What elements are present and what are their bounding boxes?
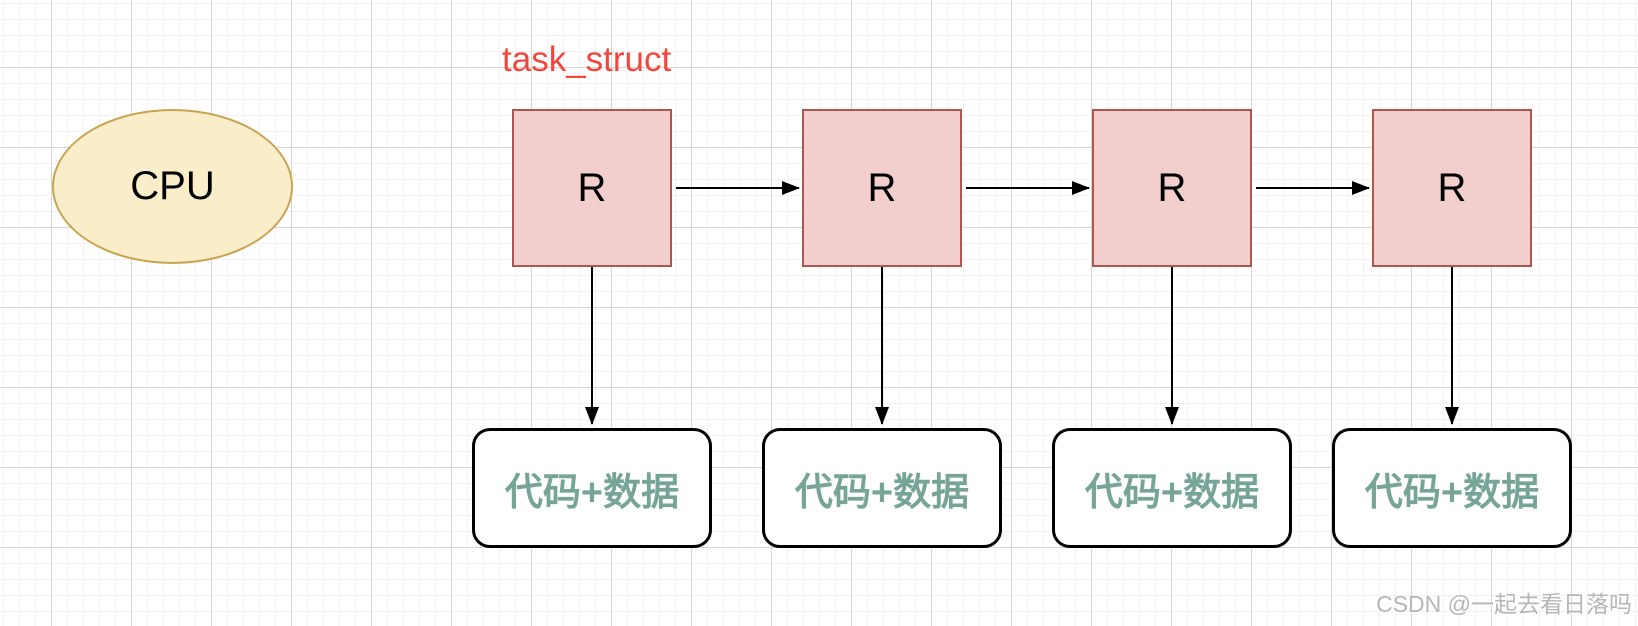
memory-node-4-label: 代码+数据 bbox=[1364, 471, 1540, 514]
memory-node-3-label: 代码+数据 bbox=[1084, 471, 1260, 514]
task-node-3-label: R bbox=[1157, 165, 1187, 210]
task-node-2-label: R bbox=[867, 165, 897, 210]
task-node-1-label: R bbox=[577, 165, 607, 210]
memory-node-1: 代码+数据 bbox=[472, 428, 712, 548]
task-node-3: R bbox=[1092, 109, 1252, 267]
task-node-4: R bbox=[1372, 109, 1532, 267]
task-node-4-label: R bbox=[1437, 165, 1467, 210]
memory-node-1-label: 代码+数据 bbox=[504, 471, 680, 514]
task-node-1: R bbox=[512, 109, 672, 267]
cpu-node: CPU bbox=[52, 109, 293, 264]
memory-node-3: 代码+数据 bbox=[1052, 428, 1292, 548]
watermark: CSDN @一起去看日落吗 bbox=[1376, 591, 1632, 617]
memory-node-2: 代码+数据 bbox=[762, 428, 1002, 548]
task-struct-label: task_struct bbox=[502, 40, 672, 79]
memory-node-4: 代码+数据 bbox=[1332, 428, 1572, 548]
task-node-2: R bbox=[802, 109, 962, 267]
cpu-label: CPU bbox=[130, 164, 215, 208]
memory-node-2-label: 代码+数据 bbox=[794, 471, 970, 514]
